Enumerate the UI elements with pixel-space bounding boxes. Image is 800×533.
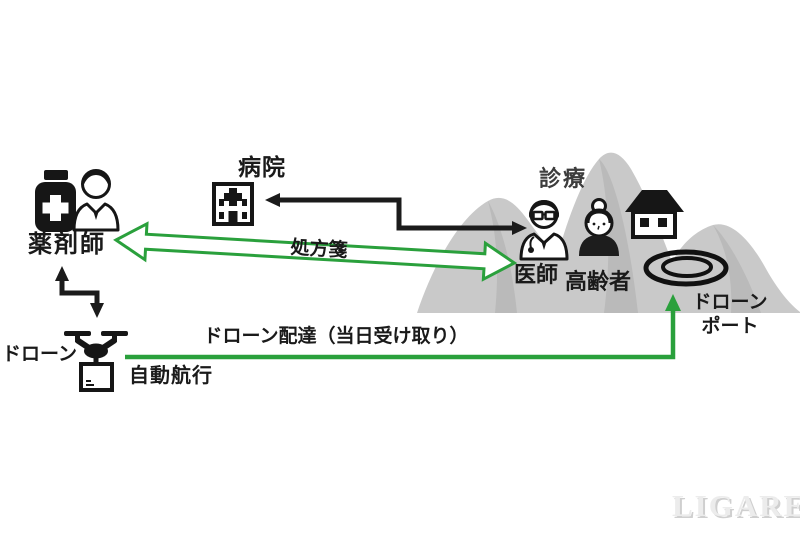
doctor-label: 医師 xyxy=(514,263,559,288)
pharmacist-icon xyxy=(72,169,120,232)
delivery-route-arrow xyxy=(125,294,681,360)
drone-port-label-line2: ポート xyxy=(701,315,759,337)
arrowhead-to-port xyxy=(665,294,681,311)
drone-icon xyxy=(64,331,128,392)
elderly-person-icon xyxy=(579,198,619,256)
auto-navigation-label: 自動航行 xyxy=(129,363,213,387)
prescription-flow-label: 処方箋 xyxy=(289,236,349,262)
prescription-arrow-shape xyxy=(113,221,518,282)
pharmacist-drone-arrow xyxy=(55,266,104,318)
drone-port-icon xyxy=(643,249,729,287)
mountain-shadow-center xyxy=(599,159,638,313)
house-icon xyxy=(625,190,684,239)
drone-label: ドローン xyxy=(2,343,78,365)
delivery-route-line xyxy=(125,309,676,360)
hospital-label: 病院 xyxy=(238,155,286,181)
mountain-shadow-right xyxy=(713,225,761,313)
arrowhead-to-hospital xyxy=(265,193,280,207)
arrowhead-to-doctor xyxy=(512,221,527,235)
ligare-watermark: LIGARE xyxy=(672,488,800,523)
drone-port-label-line1: ドローン xyxy=(692,291,768,313)
hospital-doctor-line xyxy=(280,197,512,231)
pharmacist-label: 薬剤師 xyxy=(28,230,106,258)
medicine-bottle-icon xyxy=(35,170,76,232)
prescription-arrow xyxy=(113,221,518,282)
package-box-icon xyxy=(79,362,114,392)
pharmacist-drone-line xyxy=(59,280,100,304)
drone-port-label: ドローン ポート xyxy=(686,290,774,338)
doctor-icon xyxy=(519,200,569,261)
delivery-flow-label: ドローン配達（当日受け取り） xyxy=(203,325,469,347)
arrowhead-to-drone xyxy=(90,303,104,318)
elderly-label: 高齢者 xyxy=(565,270,632,295)
hospital-icon xyxy=(212,182,254,226)
arrowhead-to-pharmacist xyxy=(55,266,69,281)
consultation-label: 診療 xyxy=(539,167,588,192)
hospital-doctor-arrow xyxy=(265,193,527,235)
